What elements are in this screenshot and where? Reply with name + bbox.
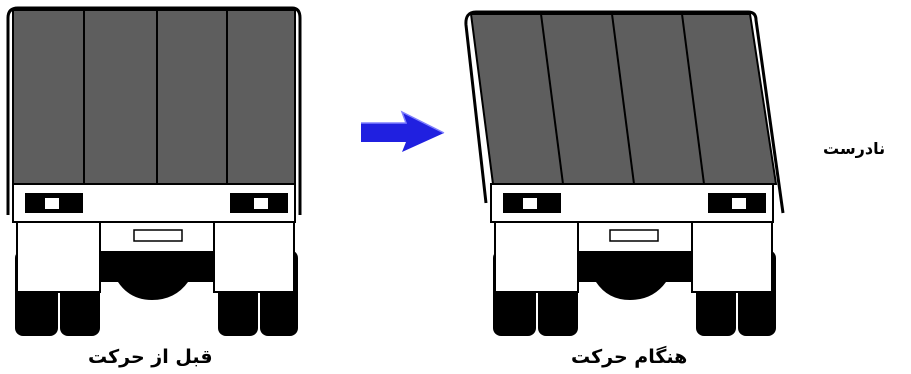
cargo-cover — [13, 10, 295, 184]
caption-during-movement: هنگام حرکت — [571, 348, 687, 367]
license-plate-during — [610, 230, 658, 241]
truck-during — [466, 12, 783, 336]
caption-before-movement: قبل از حرکت — [88, 348, 213, 367]
verdict-label: نادرست — [823, 141, 885, 157]
right-arrow-icon — [361, 112, 444, 152]
truck-before — [8, 8, 300, 336]
license-plate — [134, 230, 182, 241]
